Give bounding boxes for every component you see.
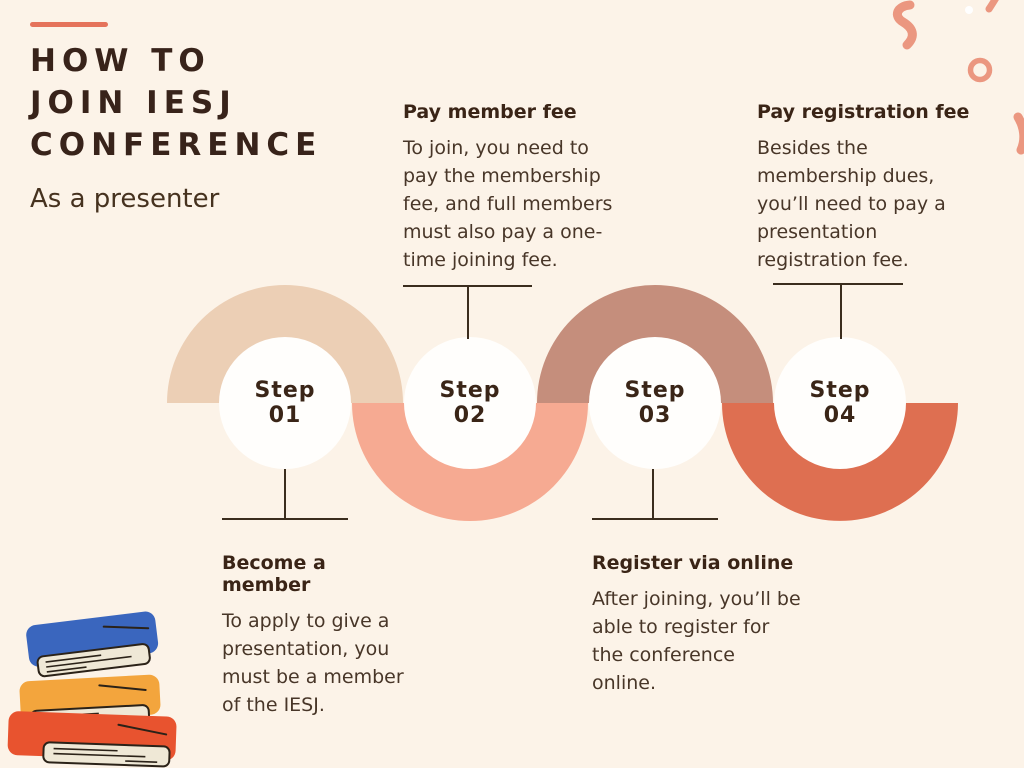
title-line-2: JOIN IESJ [30, 85, 237, 121]
callout-step-4-title: Pay registration fee [757, 101, 970, 123]
step-2-circle [404, 337, 536, 469]
title-line-1: HOW TO [30, 43, 211, 79]
step-circles [219, 337, 906, 469]
book-bottom [7, 711, 177, 768]
page-title: HOW TO JOIN IESJ CONFERENCE [30, 40, 322, 166]
connector-step-4 [773, 283, 903, 339]
connector-step-1 [222, 469, 348, 520]
callout-step-1: Become a member To apply to give a prese… [222, 552, 407, 719]
callout-step-1-description: To apply to give a presentation, you mus… [222, 610, 404, 716]
step-4-circle [774, 337, 906, 469]
connector-step-2 [403, 285, 532, 339]
book-bottom-accent [117, 723, 168, 736]
book-middle-accent [98, 684, 147, 691]
callout-step-4-description: Besides the membership dues, you’ll need… [757, 137, 946, 271]
book-top-accent [102, 625, 150, 630]
book-bottom-pages [42, 741, 171, 768]
edge-stroke-icon [1013, 112, 1024, 155]
dot-icon [965, 6, 973, 14]
callout-step-3-description: After joining, you’ll be able to registe… [592, 588, 801, 694]
corner-stroke-icon [985, 0, 999, 13]
connectors [222, 283, 903, 520]
callout-step-2-title: Pay member fee [403, 101, 577, 123]
callout-step-1-title: Become a member [222, 552, 326, 596]
ring-icon [967, 57, 993, 83]
step-1-circle [219, 337, 351, 469]
accent-dash [30, 22, 108, 27]
callout-step-3-title: Register via online [592, 552, 794, 574]
connector-step-3 [592, 469, 718, 520]
callout-step-2: Pay member fee To join, you need to pay … [403, 101, 628, 274]
callout-step-4: Pay registration fee Besides the members… [757, 101, 982, 274]
squiggle-icon [892, 0, 917, 50]
callout-step-3: Register via online After joining, you’l… [592, 552, 804, 697]
callout-step-2-description: To join, you need to pay the membership … [403, 137, 613, 271]
step-3-circle [589, 337, 721, 469]
page-subtitle: As a presenter [30, 184, 220, 214]
title-line-3: CONFERENCE [30, 127, 323, 163]
book-top-page-lines [45, 654, 132, 673]
book-top-pages [36, 643, 151, 678]
books-illustration [7, 611, 177, 768]
book-bottom-page-lines [53, 747, 158, 763]
book-top [26, 611, 159, 678]
